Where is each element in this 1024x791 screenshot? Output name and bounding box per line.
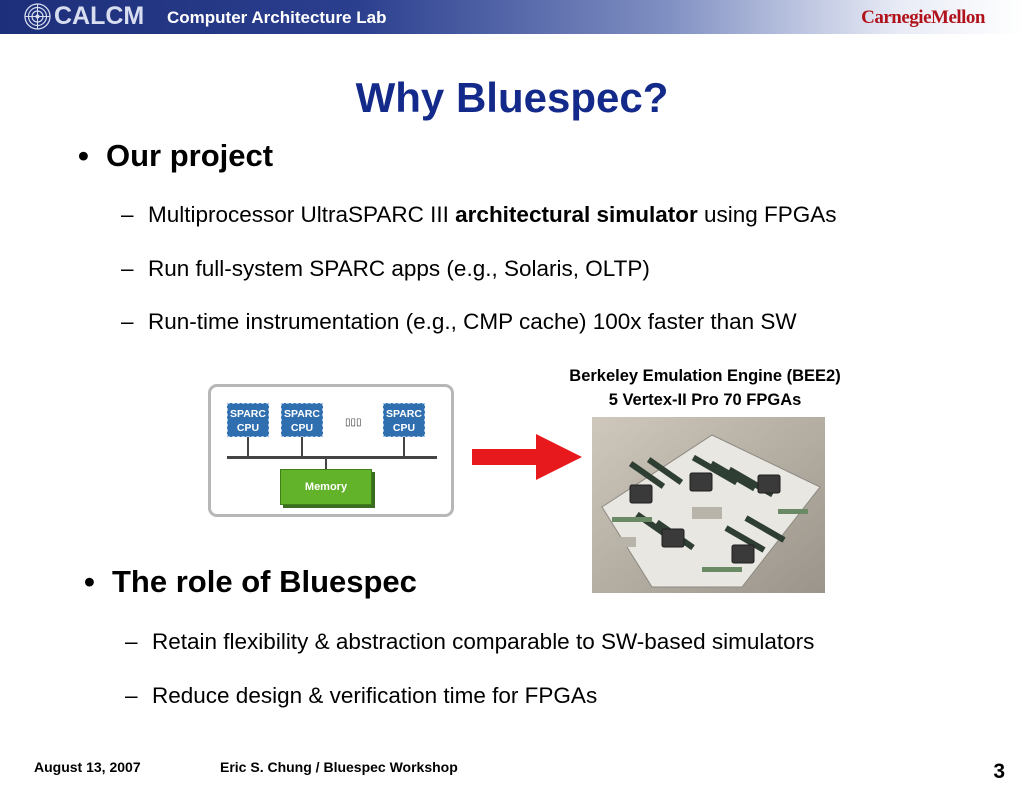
right-arrow-icon <box>472 434 582 480</box>
header-bar: CALCM Computer Architecture Lab Carnegie… <box>0 0 1024 34</box>
calcm-logo-icon <box>24 3 51 30</box>
bus-connector <box>403 437 405 456</box>
lab-name: Computer Architecture Lab <box>167 8 387 27</box>
bullet-dot: • <box>78 138 89 173</box>
dash: – <box>121 256 134 281</box>
bullet-dot: • <box>84 564 95 599</box>
calcm-logo-text: CALCM <box>54 2 145 30</box>
dash: – <box>125 629 138 654</box>
caption-line: Berkeley Emulation Engine (BEE2) <box>569 367 841 385</box>
memory-connector <box>325 459 327 469</box>
university-logo: CarnegieMellon <box>861 7 985 28</box>
dash: – <box>121 202 134 227</box>
sub-bullet-text: Multiprocessor UltraSPARC III architectu… <box>148 202 837 227</box>
dash: – <box>125 683 138 708</box>
bold-text: architectural simulator <box>455 202 698 227</box>
photo-caption: Berkeley Emulation Engine (BEE2) 5 Verte… <box>500 364 910 412</box>
bus-connector <box>301 437 303 456</box>
dash: – <box>121 309 134 334</box>
footer-date: August 13, 2007 <box>34 759 141 775</box>
sub-bullet-text: Reduce design & verification time for FP… <box>152 683 598 708</box>
memory-block: Memory <box>280 469 372 505</box>
sub-bullet-text: Run-time instrumentation (e.g., CMP cach… <box>148 309 797 334</box>
ellipsis-icon: ▯▯▯ <box>345 417 362 428</box>
sub-bullet-text: Run full-system SPARC apps (e.g., Solari… <box>148 256 650 281</box>
page-number: 3 <box>993 760 1005 783</box>
caption-line: 5 Vertex-II Pro 70 FPGAs <box>608 391 802 409</box>
bullet-heading: The role of Bluespec <box>112 564 417 599</box>
bee2-board-photo <box>592 417 825 593</box>
bus-connector <box>247 437 249 456</box>
system-bus <box>227 456 437 459</box>
slide-title: Why Bluespec? <box>355 74 669 121</box>
footer-author: Eric S. Chung / Bluespec Workshop <box>220 759 458 775</box>
bullet-heading: Our project <box>106 138 274 173</box>
sub-bullet-text: Retain flexibility & abstraction compara… <box>152 629 815 654</box>
